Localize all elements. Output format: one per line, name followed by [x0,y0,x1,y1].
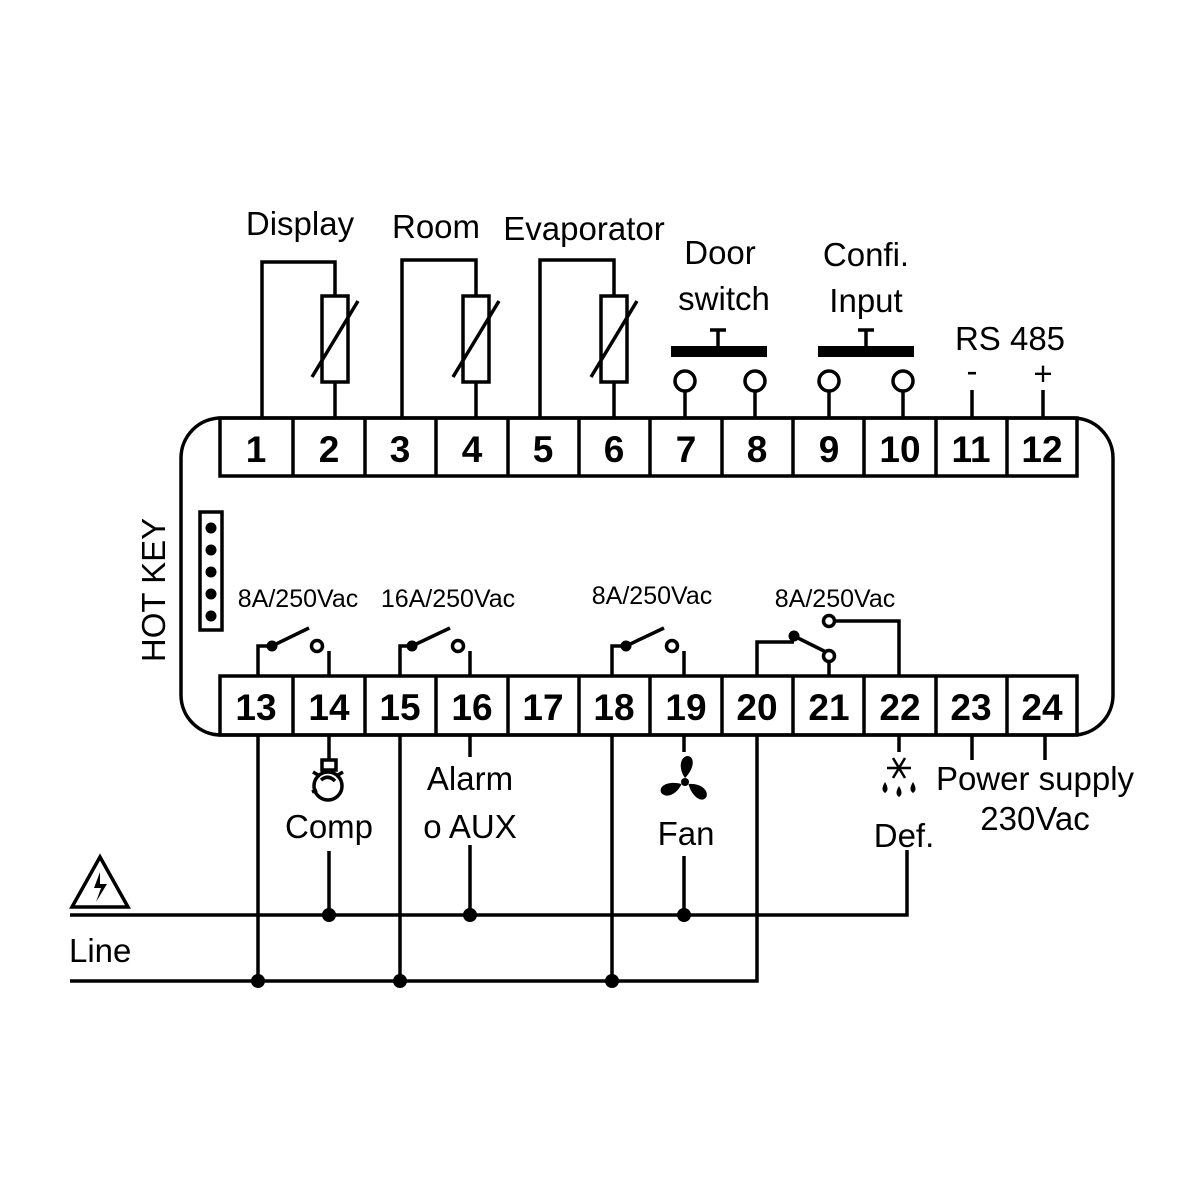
terminal-15: 15 [379,687,420,728]
terminal-6: 6 [604,429,625,470]
terminal-19: 19 [665,687,706,728]
display-probe [260,260,360,418]
terminal-9: 9 [819,429,840,470]
config-input-label-line2: Input [829,282,902,319]
defrost-label: Def. [874,817,935,854]
terminal-4: 4 [462,429,483,470]
power-supply-wires [970,735,1047,760]
terminal-1: 1 [246,429,267,470]
line-label: Line [69,932,131,969]
fan-relay-contact [610,626,686,676]
terminal-12: 12 [1021,429,1062,470]
terminal-2: 2 [319,429,340,470]
terminal-3: 3 [390,429,411,470]
terminal-22: 22 [879,687,920,728]
terminal-14: 14 [308,687,350,728]
display-probe-label: Display [246,205,355,242]
door-switch-label-line2: switch [678,280,770,317]
terminal-5: 5 [533,429,554,470]
power-supply-label-line1: Power supply [936,760,1135,797]
rs485-minus-sign: - [967,352,978,389]
terminal-17: 17 [522,687,563,728]
comp-relay-contact [256,626,331,676]
top-terminal-numbers: 1 2 3 4 5 6 7 8 9 10 11 12 [246,429,1063,470]
power-supply-label-line2: 230Vac [980,800,1089,837]
comp-relay-rating: 8A/250Vac [238,585,358,613]
door-switch [671,328,767,418]
compressor-icon [311,735,344,802]
evaporator-probe-label: Evaporator [503,210,664,247]
comp-label: Comp [285,808,373,845]
hot-key-label: HOT KEY [135,518,172,662]
room-probe [400,258,501,418]
alarm-label-line2: o AUX [423,808,517,845]
rs485-plus-sign: + [1033,355,1052,392]
fan-icon [660,756,707,800]
terminal-10: 10 [879,429,920,470]
alarm-label-line1: Alarm [427,760,513,797]
terminal-13: 13 [235,687,276,728]
fan-relay-rating: 8A/250Vac [592,582,712,610]
high-voltage-warning-icon [69,853,131,909]
terminal-7: 7 [676,429,697,470]
defrost-icon [882,757,916,797]
hot-key-connector [198,510,224,632]
terminal-11: 11 [951,429,990,470]
phase-wire [70,845,909,922]
terminal-18: 18 [593,687,634,728]
bottom-terminal-numbers: 13 14 15 16 17 18 19 20 21 22 23 24 [235,687,1063,728]
terminal-23: 23 [950,687,991,728]
terminal-16: 16 [451,687,492,728]
defrost-relay-contact [755,613,901,676]
defrost-relay-rating: 8A/250Vac [775,585,895,613]
alarm-relay-contact [398,626,472,676]
door-switch-label-line1: Door [684,234,756,271]
fan-label: Fan [658,815,715,852]
neutral-wire [70,735,759,988]
alarm-relay-rating: 16A/250Vac [381,585,515,613]
terminal-8: 8 [747,429,768,470]
terminal-24: 24 [1021,687,1063,728]
rs485-wires [970,390,1045,418]
terminal-21: 21 [808,687,849,728]
config-input-switch [817,328,915,418]
terminal-20: 20 [736,687,777,728]
rs485-label: RS 485 [955,320,1065,357]
top-terminal-block [218,416,1079,478]
bottom-terminal-block [218,674,1079,737]
room-probe-label: Room [392,208,480,245]
evaporator-probe [538,258,639,418]
config-input-label-line1: Confi. [823,236,909,273]
